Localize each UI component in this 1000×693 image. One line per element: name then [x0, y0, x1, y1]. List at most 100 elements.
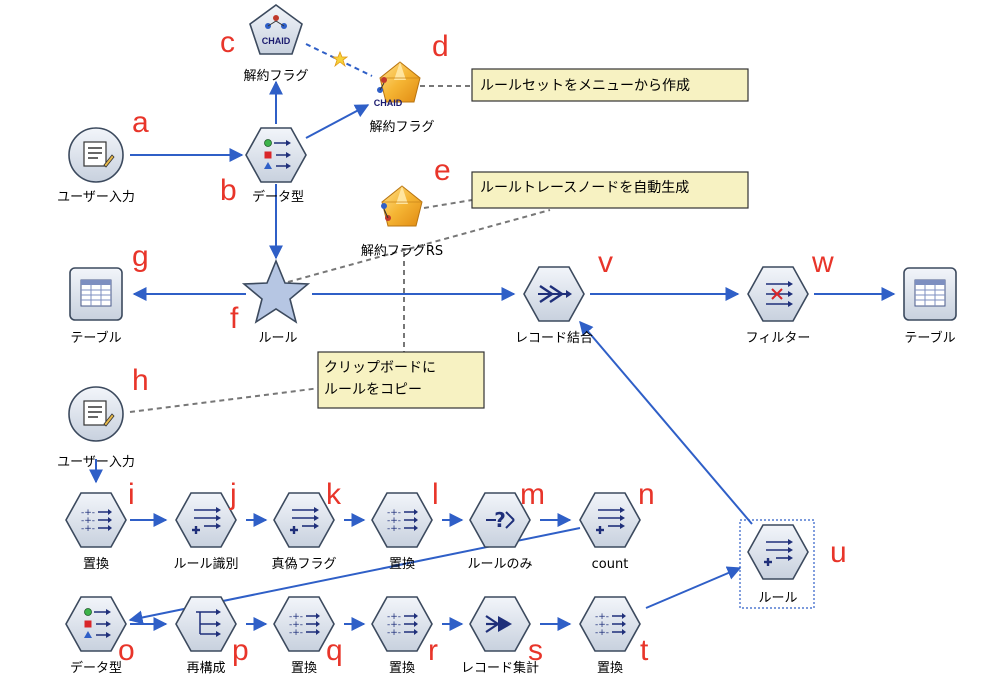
- letter-i: i: [128, 478, 135, 511]
- letter-t: t: [640, 634, 649, 667]
- node-label-aggregate: レコード集計: [461, 660, 539, 676]
- note-copy-rules-clipboard[interactable]: クリップボードに ルールをコピー: [317, 351, 485, 409]
- chaid-pentagon-icon: [249, 4, 303, 55]
- node-chaid-model[interactable]: CHAID: [249, 4, 303, 55]
- filter-icon: [766, 281, 793, 307]
- user-input-icon: [68, 127, 124, 183]
- node-user-input-1[interactable]: [68, 127, 124, 183]
- node-count[interactable]: [579, 492, 641, 548]
- note-create-ruleset[interactable]: ルールセットをメニューから作成: [471, 68, 749, 102]
- letter-u: u: [830, 536, 847, 569]
- letter-g: g: [132, 240, 149, 273]
- node-label-table-2: テーブル: [904, 330, 955, 346]
- node-aggregate[interactable]: [469, 596, 531, 652]
- star-icon: [241, 258, 311, 324]
- letter-e: e: [434, 154, 451, 187]
- user-input-icon: [68, 386, 124, 442]
- letter-r: r: [428, 634, 438, 667]
- node-replace-q[interactable]: [273, 596, 335, 652]
- letter-h: h: [132, 364, 149, 397]
- node-restructure[interactable]: [175, 596, 237, 652]
- link-t-to-u: [645, 566, 742, 609]
- node-ruleset-nugget[interactable]: [381, 185, 423, 227]
- node-label-filter: フィルター: [746, 331, 811, 346]
- letter-v: v: [598, 246, 613, 279]
- node-chaid-nugget[interactable]: CHAID: [374, 61, 421, 108]
- link-type-to-chaid-nugget: [305, 104, 370, 139]
- restructure-icon: [196, 609, 221, 637]
- node-rule-only[interactable]: ?: [469, 492, 531, 548]
- node-label-replace-i: 置換: [83, 557, 109, 572]
- letter-a: a: [132, 106, 149, 139]
- table-icon: [69, 267, 123, 321]
- letter-m: m: [520, 478, 545, 511]
- aggregate-icon: [485, 615, 512, 633]
- node-label-rule-id: ルール識別: [173, 557, 238, 572]
- node-label-type-2: データ型: [70, 660, 122, 676]
- node-replace-l[interactable]: [371, 492, 433, 548]
- letter-s: s: [528, 634, 543, 667]
- node-rule-star[interactable]: [241, 258, 311, 324]
- node-label-table-1: テーブル: [70, 330, 121, 346]
- node-label-restructure: 再構成: [186, 661, 225, 676]
- select-icon: ?: [486, 508, 515, 532]
- node-replace-t[interactable]: [579, 596, 641, 652]
- node-rule-id[interactable]: [175, 492, 237, 548]
- spark-icon: [331, 50, 349, 68]
- note-1-text: ルールセットをメニューから作成: [480, 78, 690, 94]
- letter-j: j: [229, 478, 237, 511]
- note-3-connector-user: [129, 387, 321, 413]
- letter-w: w: [811, 246, 834, 279]
- node-table-2[interactable]: [903, 267, 957, 321]
- node-label-type-1: データ型: [252, 189, 304, 205]
- node-type-1[interactable]: [245, 127, 307, 183]
- node-label-ruleset-nugget: 解約フラグRS: [361, 244, 443, 259]
- note-3-line-1: クリップボードに: [324, 360, 436, 376]
- node-merge[interactable]: [523, 266, 585, 322]
- letter-d: d: [432, 30, 449, 63]
- letter-o: o: [118, 634, 135, 667]
- chaid-icon-text: CHAID: [262, 36, 291, 46]
- letter-n: n: [638, 478, 655, 511]
- link-u-to-merge: [579, 320, 753, 525]
- node-user-input-2[interactable]: [68, 386, 124, 442]
- node-label-rule-only: ルールのみ: [467, 557, 532, 572]
- note-connectors: [129, 85, 551, 413]
- letter-c: c: [220, 26, 235, 59]
- node-label-replace-l: 置換: [389, 557, 415, 572]
- note-2-text: ルールトレースノードを自動生成: [480, 180, 689, 196]
- node-label-replace-r: 置換: [389, 661, 415, 676]
- node-replace-r[interactable]: [371, 596, 433, 652]
- node-label-user-input-2: ユーザー入力: [57, 455, 135, 470]
- merge-icon: [538, 285, 572, 303]
- note-auto-generate-trace[interactable]: ルールトレースノードを自動生成: [471, 171, 749, 209]
- annotation-letters: a b c d e f g h i j k l m n o p q r s t …: [118, 26, 847, 667]
- node-replace-i[interactable]: [65, 492, 127, 548]
- note-3-line-2: ルールをコピー: [324, 382, 422, 398]
- svg-text:?: ?: [494, 508, 506, 532]
- node-table-1[interactable]: [69, 267, 123, 321]
- node-rule-u[interactable]: [747, 524, 809, 580]
- note-2-connector-star: [287, 209, 551, 283]
- letter-p: p: [232, 634, 249, 667]
- node-label-true-flag: 真偽フラグ: [271, 557, 336, 572]
- node-label-replace-t: 置換: [597, 661, 623, 676]
- node-type-2[interactable]: [65, 596, 127, 652]
- node-label-user-input-1: ユーザー入力: [57, 190, 135, 205]
- letter-q: q: [326, 634, 343, 667]
- node-label-rule-star: ルール: [258, 331, 297, 346]
- node-label-chaid-model: 解約フラグ: [243, 69, 308, 84]
- selection-frame: [739, 519, 815, 609]
- note-2-connector-rs: [423, 199, 473, 209]
- node-filter[interactable]: [747, 266, 809, 322]
- node-label-merge: レコード結合: [515, 331, 593, 346]
- node-true-flag[interactable]: [273, 492, 335, 548]
- node-label-replace-q: 置換: [291, 661, 317, 676]
- letter-l: l: [432, 478, 439, 511]
- letter-f: f: [230, 302, 239, 335]
- chaid-nugget-text: CHAID: [374, 98, 403, 108]
- letter-k: k: [326, 478, 342, 511]
- table-icon: [903, 267, 957, 321]
- node-label-chaid-nugget: 解約フラグ: [369, 120, 434, 135]
